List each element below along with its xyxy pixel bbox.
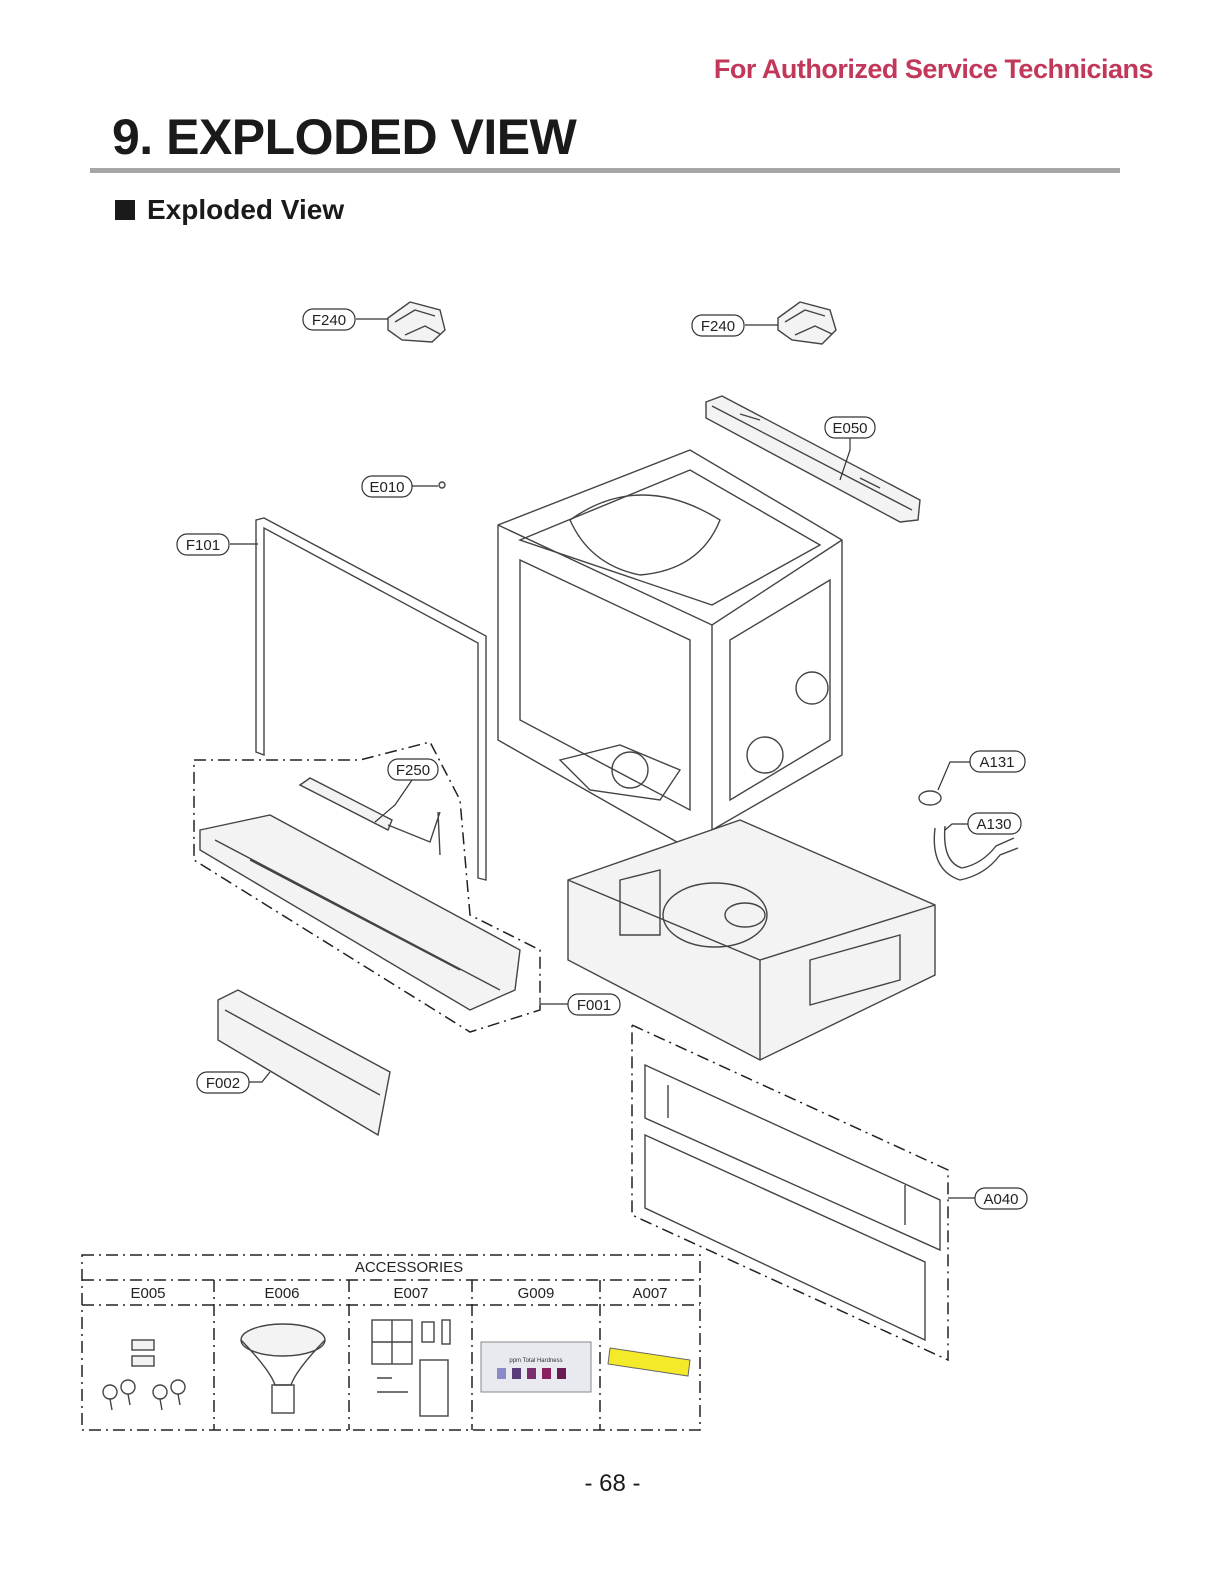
bullet-square-icon (115, 200, 135, 220)
callout-f240-left: F240 (302, 308, 356, 331)
callout-a131: A131 (969, 750, 1026, 773)
group-outline-f001 (193, 741, 541, 1033)
part-f250-bar (298, 777, 441, 856)
callout-a130: A130 (967, 812, 1022, 835)
accessory-e006-funnel (240, 1323, 326, 1414)
callout-f240-left-label: F240 (312, 312, 346, 329)
section-heading: Exploded View (115, 194, 344, 226)
callout-a131-label: A131 (979, 754, 1014, 771)
accessories-outline (81, 1254, 701, 1431)
callout-f250-label: F250 (396, 762, 430, 779)
part-a131-ring (918, 790, 942, 806)
callout-f101: F101 (176, 533, 230, 556)
callout-e010-label: E010 (369, 479, 404, 496)
title-rule (90, 168, 1120, 173)
accessory-g009-hardness-strip: ppm Total Hardness (480, 1341, 592, 1393)
callout-a040: A040 (974, 1187, 1028, 1210)
callout-f001: F001 (567, 993, 621, 1016)
part-f240-right (777, 301, 837, 345)
accessory-e007-kit (371, 1319, 451, 1417)
page-number: - 68 - (584, 1470, 641, 1497)
accessory-header-a007: A007 (632, 1285, 667, 1302)
part-a130-hose (933, 825, 1019, 881)
section-heading-text: Exploded View (147, 194, 345, 225)
callout-f001-label: F001 (577, 997, 611, 1014)
part-a040-panels (644, 1063, 941, 1342)
group-outline-a040 (631, 1023, 949, 1362)
callout-f101-label: F101 (186, 537, 220, 554)
callout-f240-right: F240 (691, 314, 745, 337)
part-f002-panel (217, 989, 391, 1137)
part-e010-screw (438, 481, 446, 489)
accessories-title: ACCESSORIES (355, 1259, 463, 1276)
accessories-box: ACCESSORIES E005 E006 E007 G009 A007 (81, 1254, 701, 1431)
accessory-header-e006: E006 (264, 1285, 299, 1302)
authorized-technicians-note: For Authorized Service Technicians (713, 54, 1154, 84)
callout-e050-label: E050 (832, 420, 867, 437)
page-title: 9. EXPLODED VIEW (112, 109, 577, 165)
leader-lines (230, 318, 975, 1199)
accessory-a007-tape (607, 1347, 691, 1377)
callout-f002-label: F002 (206, 1075, 240, 1092)
part-f001-door-panel (199, 814, 521, 1011)
callout-f240-right-label: F240 (701, 318, 735, 335)
part-tub (497, 449, 843, 864)
callout-e050: E050 (824, 416, 876, 439)
callout-a130-label: A130 (976, 816, 1011, 833)
part-e050-rail (705, 395, 921, 523)
hardness-strip-label: ppm Total Hardness (509, 1358, 562, 1364)
accessory-header-e005: E005 (130, 1285, 165, 1302)
accessory-e005-brackets-screws (102, 1339, 186, 1411)
callout-f002: F002 (196, 1071, 250, 1094)
callout-f250: F250 (387, 758, 439, 781)
accessory-header-e007: E007 (393, 1285, 428, 1302)
part-f240-left (387, 301, 446, 343)
accessory-header-g009: G009 (518, 1285, 555, 1302)
part-f101-gasket (255, 517, 487, 881)
part-base-assembly (567, 819, 936, 1061)
callout-e010: E010 (361, 475, 413, 498)
callout-a040-label: A040 (983, 1191, 1018, 1208)
